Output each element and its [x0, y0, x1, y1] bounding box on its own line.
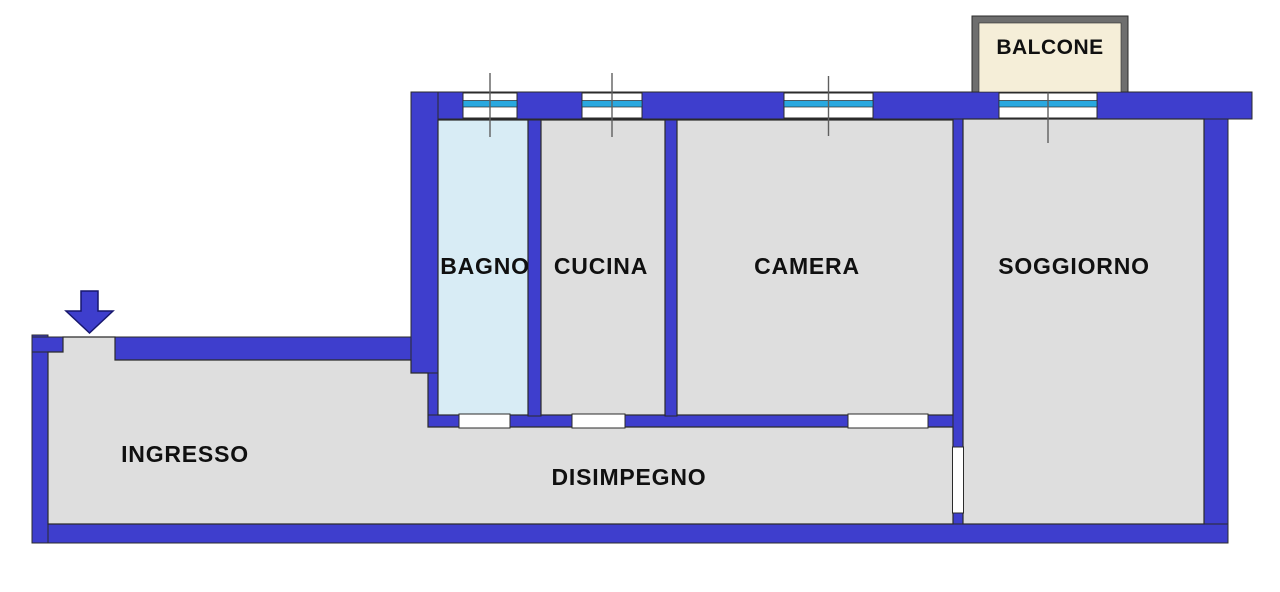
wall-right-outer: [1203, 118, 1229, 544]
room-cucina-floor: [540, 119, 666, 416]
wall-bottom-outer: [31, 523, 1229, 544]
room-label-bagno: BAGNO: [440, 253, 530, 279]
door-cucina: [571, 413, 626, 429]
room-label-camera: CAMERA: [754, 253, 860, 279]
wall-entrance-stub: [31, 336, 64, 353]
room-label-soggiorno: SOGGIORNO: [998, 253, 1150, 279]
wall-left-outer: [31, 334, 49, 544]
room-labels: BAGNO CUCINA CAMERA SOGGIORNO INGRESSO D…: [121, 253, 1150, 490]
wall-ingresso-top: [114, 336, 412, 361]
room-label-balcone: BALCONE: [996, 36, 1103, 59]
balcony-box: BALCONE: [971, 15, 1129, 93]
room-ingresso-disimpegno-floor: [47, 336, 954, 525]
entrance-arrow-icon: [64, 290, 115, 335]
window-cucina: [581, 73, 643, 137]
room-bagno-floor: [437, 119, 529, 416]
room-label-cucina: CUCINA: [554, 253, 648, 279]
room-camera-floor: [676, 119, 954, 416]
room-label-ingresso: INGRESSO: [121, 441, 249, 467]
window-camera: [783, 76, 874, 136]
door-bagno: [458, 413, 511, 429]
wall-left-step: [427, 372, 439, 418]
room-soggiorno-floor: [962, 118, 1205, 525]
room-label-disimpegno: DISIMPEGNO: [552, 464, 707, 490]
door-soggiorno: [952, 446, 964, 514]
wall-bagno-cucina: [527, 119, 542, 417]
balcony-floor: [978, 22, 1122, 93]
window-bagno: [462, 73, 518, 137]
wall-cucina-camera: [664, 119, 678, 417]
wall-upper-left: [410, 91, 439, 374]
floors: [47, 118, 1205, 525]
door-openings: [458, 413, 964, 514]
door-camera: [847, 413, 929, 429]
